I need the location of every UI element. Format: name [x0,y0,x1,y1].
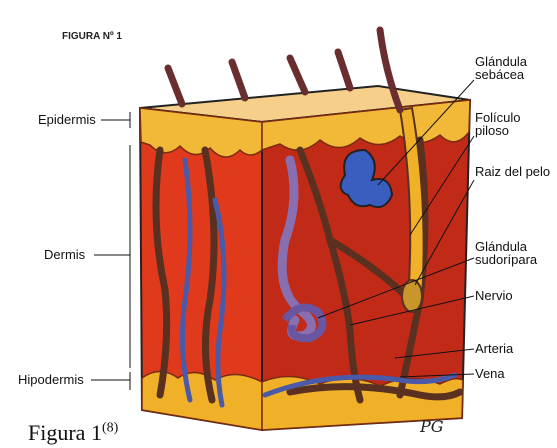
figure-title: FIGURA Nº 1 [62,31,122,42]
label-glandula-sudoripara-2: sudorípara [475,252,538,267]
caption-reference: (8) [102,421,118,436]
skin-block [140,30,470,430]
label-epidermis: Epidermis [38,112,96,127]
label-hipodermis: Hipodermis [18,372,84,387]
label-vena: Vena [475,366,505,381]
label-dermis: Dermis [44,247,86,262]
label-glandula-sebacea-2: sebácea [475,67,525,82]
left-labels: Epidermis Dermis Hipodermis [18,112,130,390]
label-nervio: Nervio [475,288,513,303]
signature: PG [419,417,444,436]
caption-text: Figura 1 [28,420,102,445]
label-raiz: Raiz del pelo [475,164,550,179]
label-foliculo-2: piloso [475,123,509,138]
figure-caption: Figura 1(8) [28,420,118,446]
label-arteria: Arteria [475,341,514,356]
